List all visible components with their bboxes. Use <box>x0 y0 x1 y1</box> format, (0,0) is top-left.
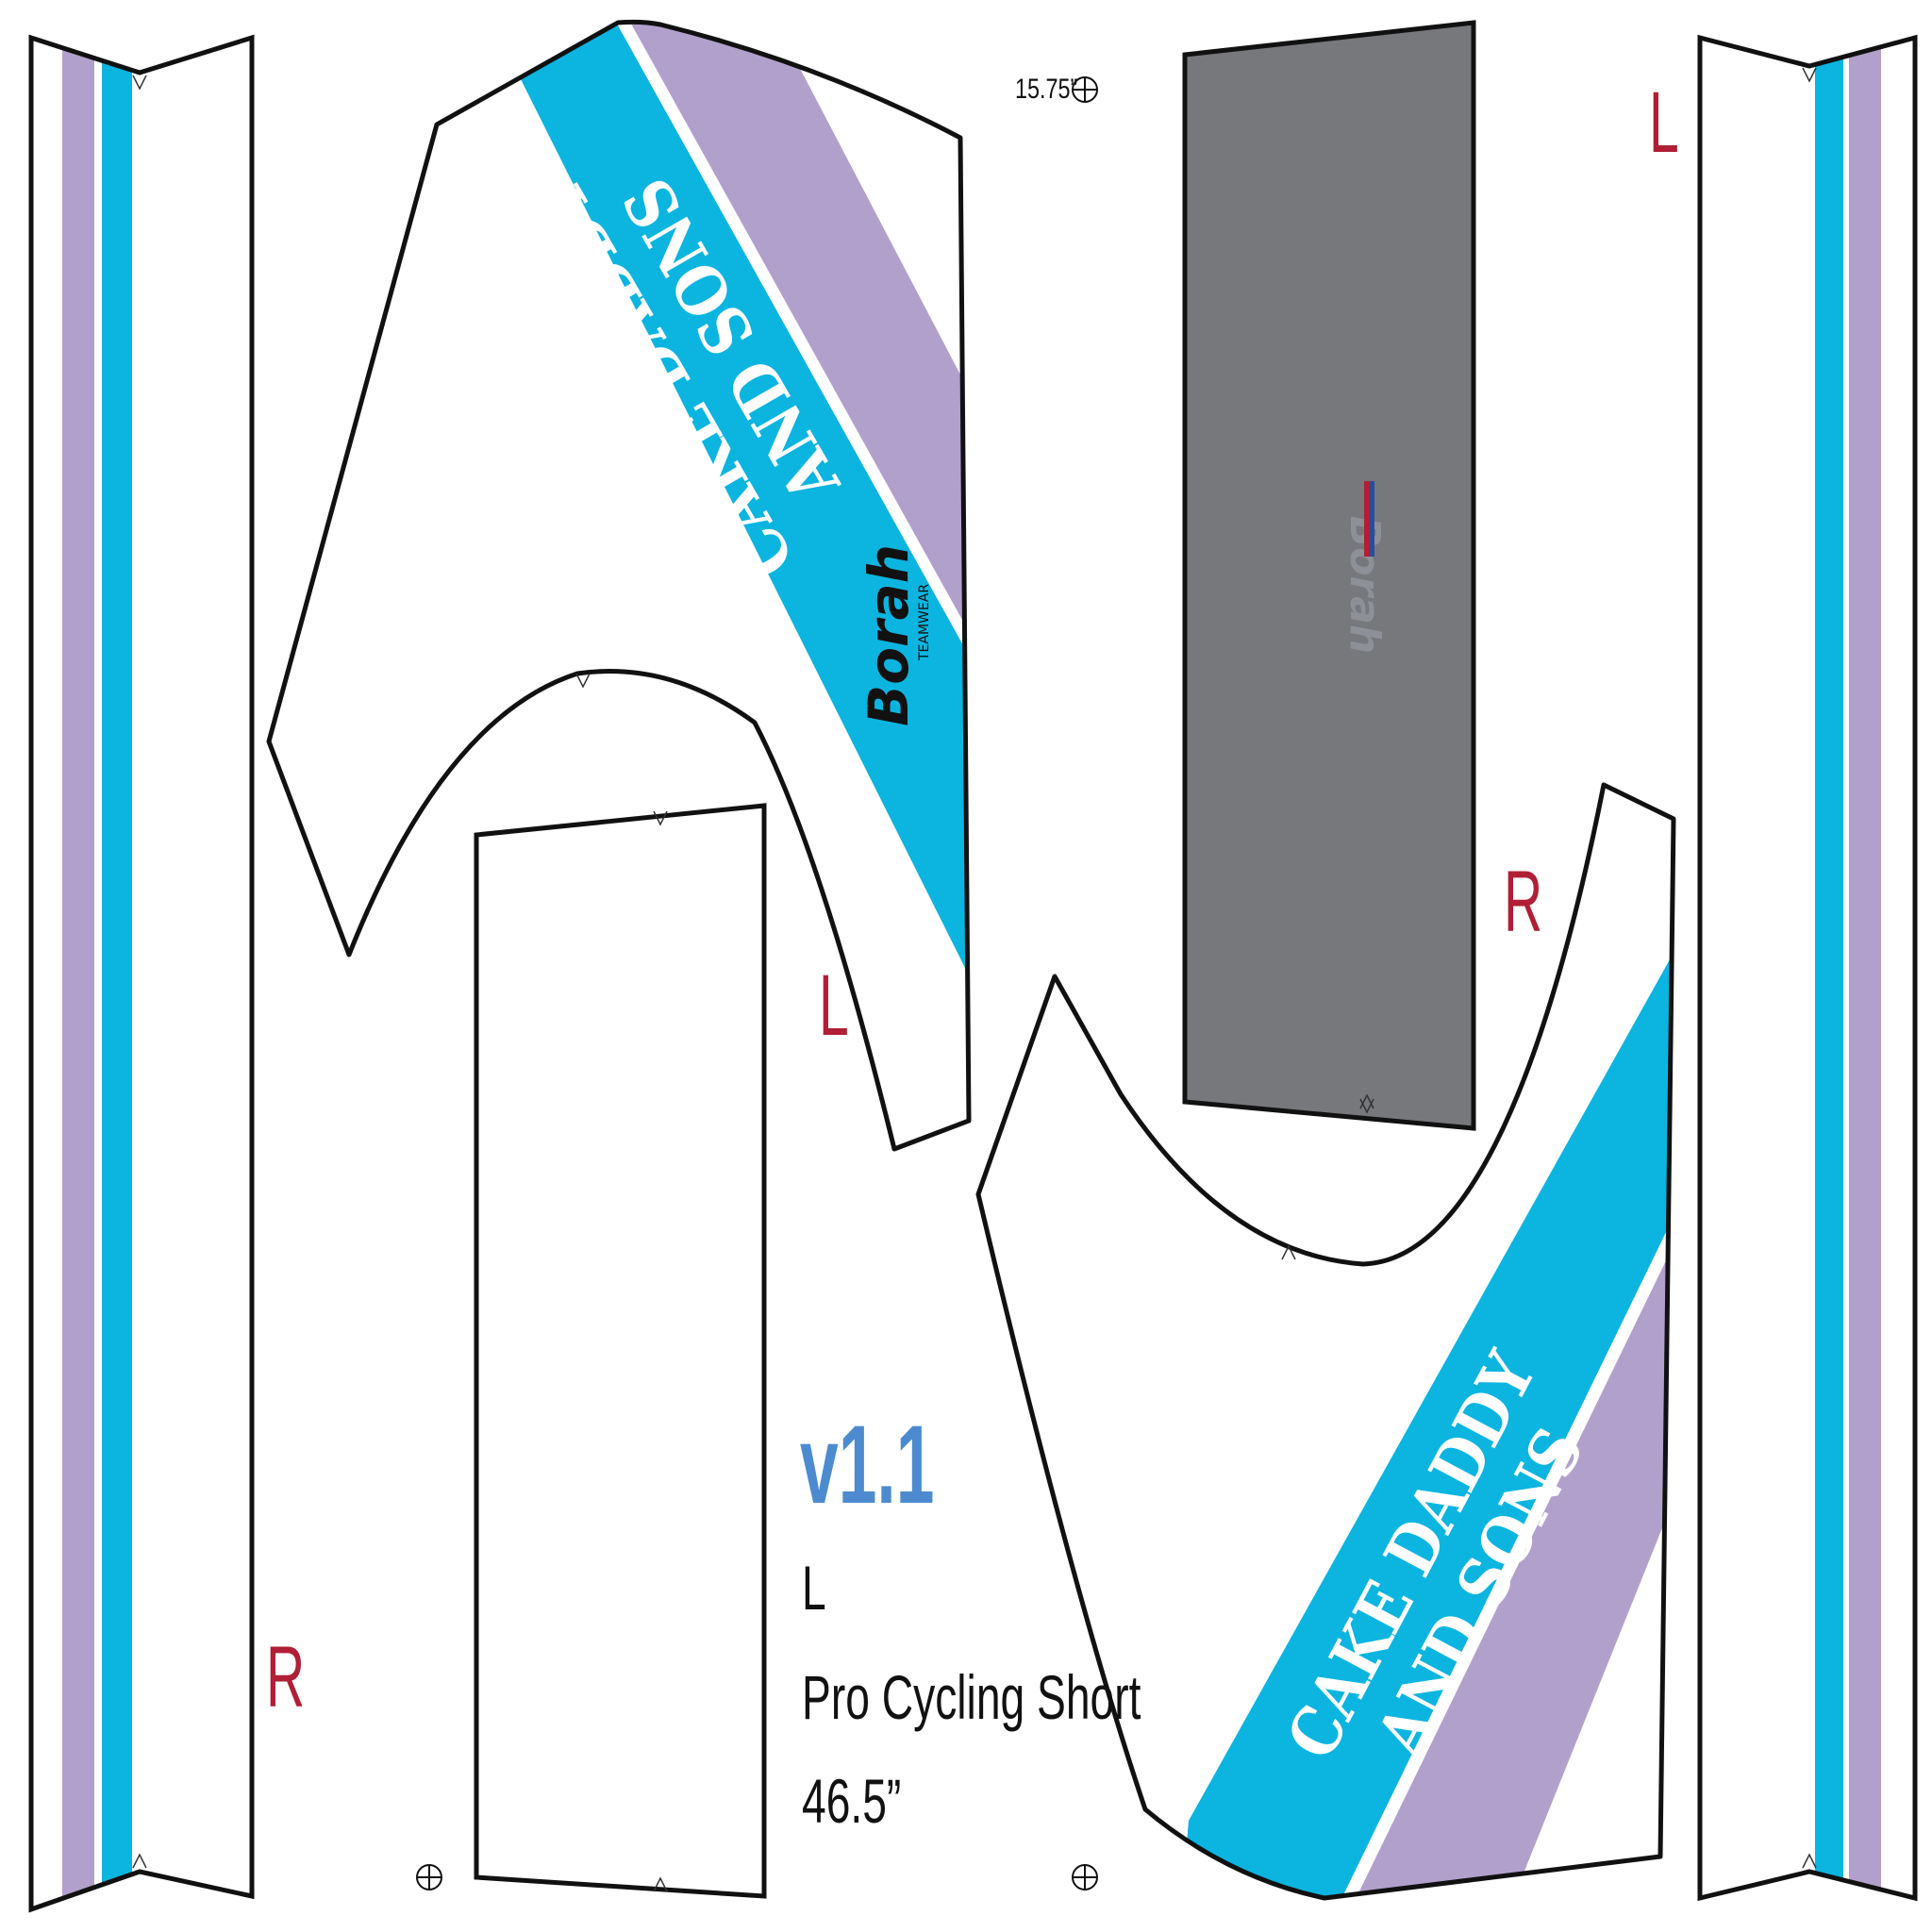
back-panel-fill <box>1182 20 1476 1131</box>
chamois-panel <box>474 803 767 1899</box>
left-side-panel <box>28 34 255 1913</box>
chamois-panel-outline <box>474 803 767 1899</box>
registration-crosshair-icon <box>1072 76 1098 103</box>
notch-marker-icon <box>1802 1853 1817 1869</box>
cyan-band <box>481 22 969 981</box>
notch-marker-icon <box>1281 1244 1296 1260</box>
side-marker-l: L <box>1649 75 1679 171</box>
registration-crosshair-icon <box>416 1864 442 1890</box>
notch-marker-icon <box>132 1853 147 1869</box>
side-marker-l: L <box>819 958 849 1054</box>
right-side-panel-outline <box>1697 34 1918 1902</box>
lavender-stripe <box>62 38 94 1909</box>
notch-marker-icon <box>575 673 591 689</box>
notch-marker-icon <box>1802 67 1817 83</box>
left-leg-panel-outline <box>266 19 972 1152</box>
notch-marker-icon <box>653 1876 668 1892</box>
left-side-panel-outline <box>28 34 255 1913</box>
registration-crosshair-icon <box>1072 1864 1098 1890</box>
white-band-divider <box>1325 1217 1674 1898</box>
brand-logo: Borah <box>857 544 921 726</box>
right-side-panel <box>1697 34 1918 1902</box>
lavender-band <box>1340 1245 1674 1898</box>
brand-subtitle: TEAMWEAR <box>917 584 932 661</box>
side-marker-r: R <box>1504 854 1543 950</box>
flag-accent <box>1364 481 1370 557</box>
length-label: 46.5” <box>802 1766 902 1836</box>
notch-marker-icon <box>1359 1093 1374 1109</box>
product-name-label: Pro Cycling Short <box>802 1662 1141 1732</box>
size-label: L <box>802 1553 826 1623</box>
cyan-stripe <box>102 38 132 1909</box>
right-leg-panel-outline <box>975 782 1676 1901</box>
white-band-divider <box>604 22 969 660</box>
lavender-band <box>618 22 969 637</box>
flag-accent-blue <box>1370 481 1374 557</box>
cyan-band <box>1179 953 1674 1898</box>
back-panel: Borah <box>1182 20 1476 1131</box>
notch-marker-icon <box>132 75 147 91</box>
notch-marker-icon <box>653 810 668 826</box>
cyan-stripe <box>1815 38 1843 1898</box>
version-label: v1.1 <box>800 1403 935 1527</box>
side-marker-r: R <box>266 1629 306 1725</box>
lavender-stripe <box>1849 38 1881 1898</box>
panel-width-label: 15.75” <box>1015 74 1078 105</box>
